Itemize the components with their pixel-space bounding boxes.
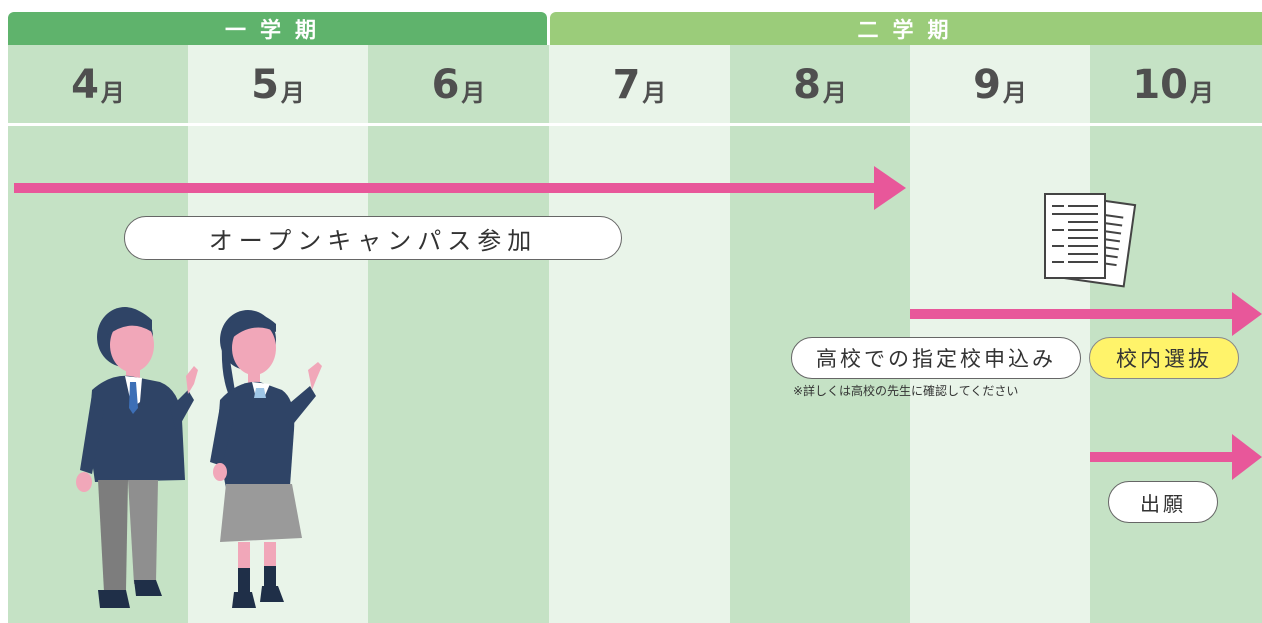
girl-student (210, 310, 322, 608)
open-campus-label: オープンキャンパス参加 (124, 216, 622, 260)
month-unit: 月 (1002, 78, 1027, 107)
arrow-shaft (1090, 452, 1234, 462)
header-divider (8, 123, 1262, 126)
month-number: 4 (71, 62, 99, 108)
month-number: 6 (431, 62, 460, 108)
column-september (910, 45, 1090, 623)
application-label: 出願 (1108, 481, 1218, 523)
column-august (730, 45, 910, 623)
column-july (549, 45, 730, 623)
month-unit: 月 (642, 78, 667, 107)
application-arrow (1090, 434, 1262, 480)
arrow-shaft (910, 309, 1232, 319)
arrow-head (1232, 292, 1262, 336)
internal-selection-badge: 校内選抜 (1089, 337, 1239, 379)
month-number: 9 (973, 62, 1001, 108)
month-number: 5 (251, 62, 279, 108)
school-designation-note: ※詳しくは高校の先生に確認してください (793, 384, 1019, 398)
document-stack-icon (1044, 193, 1137, 288)
students-illustration (76, 307, 322, 608)
arrow-shaft (14, 183, 876, 193)
open-campus-arrow (14, 166, 906, 210)
month-unit: 月 (1190, 78, 1214, 107)
month-number: 8 (793, 62, 821, 108)
boy-student (76, 307, 198, 608)
term-first: 一学期 (8, 12, 547, 45)
school-designation-label: 高校での指定校申込み (791, 337, 1081, 379)
month-unit: 月 (822, 78, 847, 107)
month-unit: 月 (280, 78, 305, 107)
month-number: 10 (1132, 62, 1188, 108)
month-unit: 月 (100, 78, 125, 107)
month-number: 7 (612, 62, 641, 108)
column-june (368, 45, 549, 623)
arrow-head (874, 166, 906, 210)
arrow-head (1232, 434, 1262, 480)
month-unit: 月 (461, 78, 486, 107)
term-second: 二学期 (550, 12, 1262, 45)
school-designation-arrow (910, 292, 1262, 336)
